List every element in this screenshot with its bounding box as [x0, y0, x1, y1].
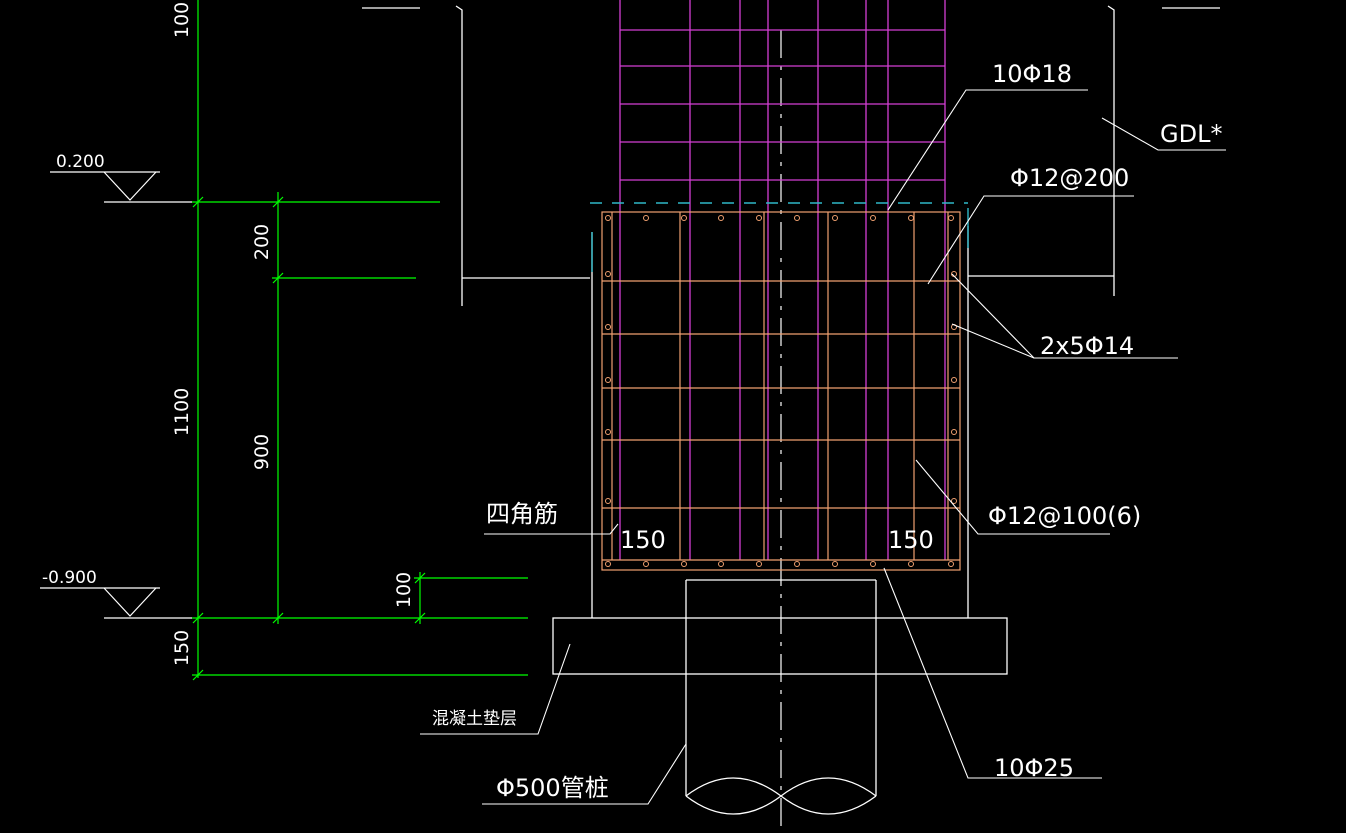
label-cushion: 混凝土垫层 — [432, 709, 517, 729]
column-rebars — [619, 0, 946, 560]
dim-text-1100: 1100 — [171, 388, 193, 436]
label-side-bars: 2x5Φ14 — [1040, 332, 1134, 360]
label-stirrup-upper: Φ12@200 — [1010, 164, 1129, 192]
elevation-bottom-label: -0.900 — [42, 568, 97, 588]
label-cover-left: 150 — [620, 526, 666, 554]
pile-break-lower — [685, 777, 877, 815]
leader-lines — [420, 89, 1226, 805]
label-bottom-bars: 10Φ25 — [994, 754, 1074, 782]
dimension-lines — [192, 0, 528, 681]
dim-text-200: 200 — [251, 224, 273, 260]
label-pile: Φ500管桩 — [496, 774, 609, 802]
label-corner-bars: 四角筋 — [486, 500, 558, 528]
beam-cage — [601, 211, 961, 571]
label-top-bars: 10Φ18 — [992, 60, 1072, 88]
elevation-top-label: 0.200 — [56, 152, 105, 172]
concrete-cushion — [552, 617, 1008, 675]
label-cover-right: 150 — [888, 526, 934, 554]
structure-outlines — [362, 5, 1220, 815]
elevation-markers — [40, 171, 192, 619]
label-stirrup-lower: Φ12@100(6) — [988, 502, 1141, 530]
dim-text-100: 100 — [393, 572, 415, 608]
cyan-guide — [590, 202, 969, 272]
dim-text-top-100: 100 — [171, 2, 193, 38]
dim-text-150: 150 — [171, 630, 193, 666]
dim-text-900: 900 — [251, 434, 273, 470]
label-beam: GDL* — [1160, 120, 1222, 148]
